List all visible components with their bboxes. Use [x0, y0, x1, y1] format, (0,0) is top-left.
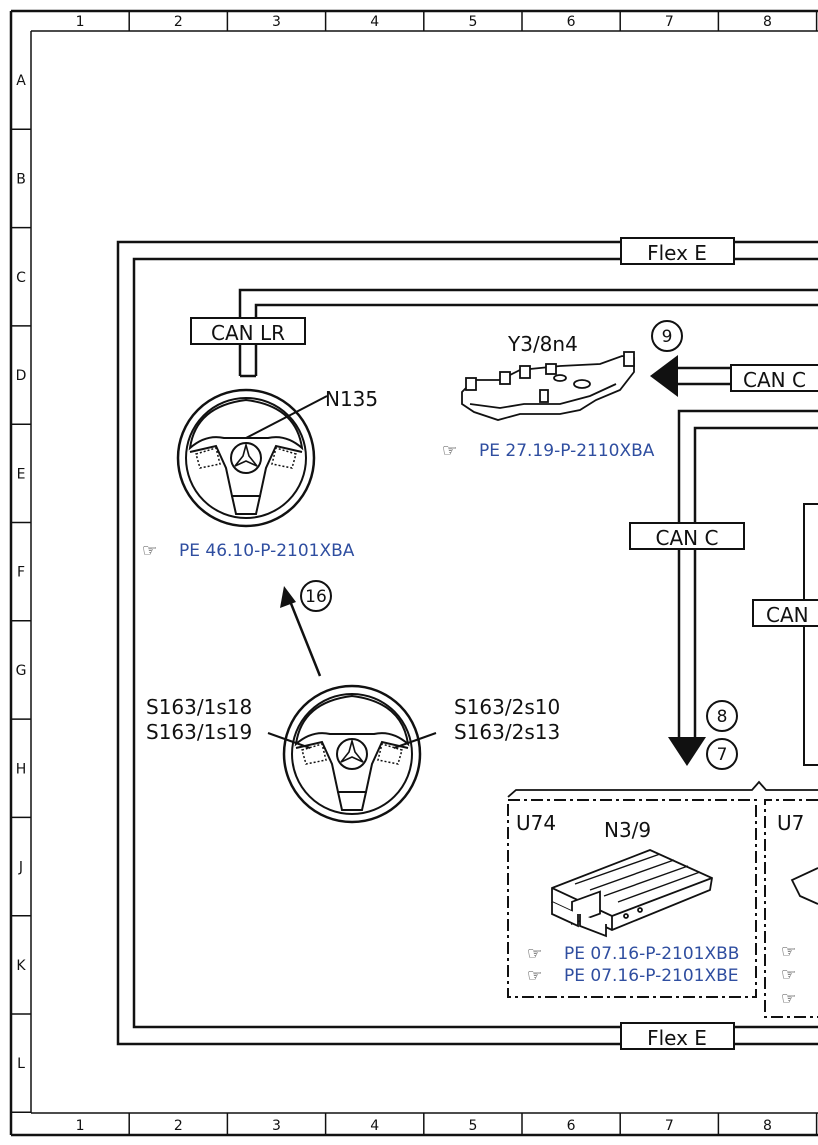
column-label: 8	[763, 14, 772, 30]
s163-1s19-label: S163/1s19	[146, 720, 252, 744]
u75-unit-partial	[790, 867, 818, 905]
n3-9-label: N3/9	[604, 818, 651, 842]
svg-text:16: 16	[305, 587, 327, 607]
cut-off-module	[803, 503, 818, 766]
row-label: L	[17, 1056, 25, 1072]
column-label: 4	[370, 1118, 379, 1134]
row-label: H	[16, 761, 27, 777]
row-label: D	[16, 368, 27, 384]
marker-8: 8	[706, 700, 738, 732]
flex-e-bottom-text: Flex E	[647, 1026, 707, 1050]
pointing-hand-icon: ☞	[142, 541, 157, 561]
can-lr-bus	[238, 288, 818, 378]
n3-9-reference-b[interactable]: ☞ PE 07.16-P-2101XBE	[527, 966, 739, 986]
pointing-hand-icon: ☞	[781, 965, 796, 985]
u74-label: U74	[516, 811, 556, 835]
can-c-label-vertical: CAN C	[629, 522, 745, 550]
flex-e-bus	[116, 240, 818, 1046]
column-label: 7	[665, 14, 674, 30]
s163-1s18-label: S163/1s18	[146, 695, 252, 719]
arrow-16	[286, 595, 322, 677]
pointing-hand-icon: ☞	[442, 441, 457, 461]
column-label: 2	[174, 1118, 183, 1134]
row-label: B	[16, 171, 26, 187]
column-label: 3	[272, 1118, 281, 1134]
pointing-hand-icon: ☞	[527, 966, 542, 986]
column-label: 1	[76, 14, 85, 30]
n135-steering-wheel	[176, 388, 316, 528]
row-label: J	[18, 860, 23, 876]
can-cut-text: CAN	[766, 603, 809, 627]
flex-e-label-bottom: Flex E	[620, 1022, 735, 1050]
row-label: E	[17, 466, 26, 482]
pointing-hand-icon: ☞	[527, 944, 542, 964]
svg-text:8: 8	[717, 707, 728, 727]
column-label: 4	[370, 14, 379, 30]
s163-2s10-label: S163/2s10	[454, 695, 560, 719]
marker-7: 7	[706, 738, 738, 770]
n135-leader-line	[245, 395, 328, 439]
can-lr-label: CAN LR	[190, 317, 306, 345]
column-label: 6	[567, 14, 576, 30]
s163-steering-wheel	[282, 684, 422, 824]
n3-9-reference-b-link[interactable]: PE 07.16-P-2101XBE	[564, 966, 739, 986]
s163-2-leader-line	[393, 732, 437, 749]
arrow-to-y3-8n4	[650, 355, 678, 397]
column-label: 1	[76, 1118, 85, 1134]
can-c-vertical-text: CAN C	[656, 526, 719, 550]
svg-text:7: 7	[717, 745, 728, 765]
marker-16: 16	[300, 580, 332, 612]
column-label: 2	[174, 14, 183, 30]
y3-8n4-reference-link[interactable]: PE 27.19-P-2110XBA	[479, 441, 655, 461]
svg-text:9: 9	[662, 327, 673, 347]
n135-label: N135	[325, 387, 378, 411]
y3-8n4-reference[interactable]: ☞ PE 27.19-P-2110XBA	[442, 441, 655, 461]
can-c-bus-vertical	[677, 409, 818, 740]
n3-9-control-unit	[551, 849, 714, 938]
column-label: 5	[468, 14, 477, 30]
s163-2s13-label: S163/2s13	[454, 720, 560, 744]
can-lr-text: CAN LR	[211, 321, 285, 345]
y3-8n4-valve-body	[461, 351, 635, 421]
column-label: 5	[468, 1118, 477, 1134]
n3-9-reference-a[interactable]: ☞ PE 07.16-P-2101XBB	[527, 944, 739, 964]
u75-label: U7	[777, 811, 804, 835]
column-label: 3	[272, 14, 281, 30]
n135-reference-link[interactable]: PE 46.10-P-2101XBA	[179, 541, 355, 561]
can-label-cut: CAN	[752, 599, 818, 627]
flex-e-label-top: Flex E	[620, 237, 735, 265]
flex-e-top-text: Flex E	[647, 241, 707, 265]
u74-group-box	[507, 799, 757, 998]
s163-1-leader-line	[267, 732, 311, 749]
drawing-frame	[9, 9, 818, 1137]
row-label: F	[17, 565, 25, 581]
n135-reference[interactable]: ☞ PE 46.10-P-2101XBA	[142, 541, 355, 561]
can-c-right-text: CAN C	[743, 368, 806, 392]
can-c-label-right: CAN C	[730, 364, 818, 392]
row-label: C	[16, 270, 26, 286]
pointing-hand-icon: ☞	[781, 989, 796, 1009]
column-label: 6	[567, 1118, 576, 1134]
row-label: K	[16, 958, 26, 974]
u75-group-box	[764, 799, 818, 1018]
row-label: G	[16, 663, 27, 679]
row-label: A	[16, 73, 26, 89]
pointing-hand-icon: ☞	[781, 942, 796, 962]
column-label: 7	[665, 1118, 674, 1134]
group-bracket	[507, 780, 818, 798]
arrow-to-n3-9	[668, 737, 706, 766]
marker-9: 9	[651, 320, 683, 352]
n3-9-reference-a-link[interactable]: PE 07.16-P-2101XBB	[564, 944, 739, 964]
y3-8n4-label: Y3/8n4	[507, 332, 578, 356]
arrow-16-head	[280, 586, 296, 608]
column-label: 8	[763, 1118, 772, 1134]
